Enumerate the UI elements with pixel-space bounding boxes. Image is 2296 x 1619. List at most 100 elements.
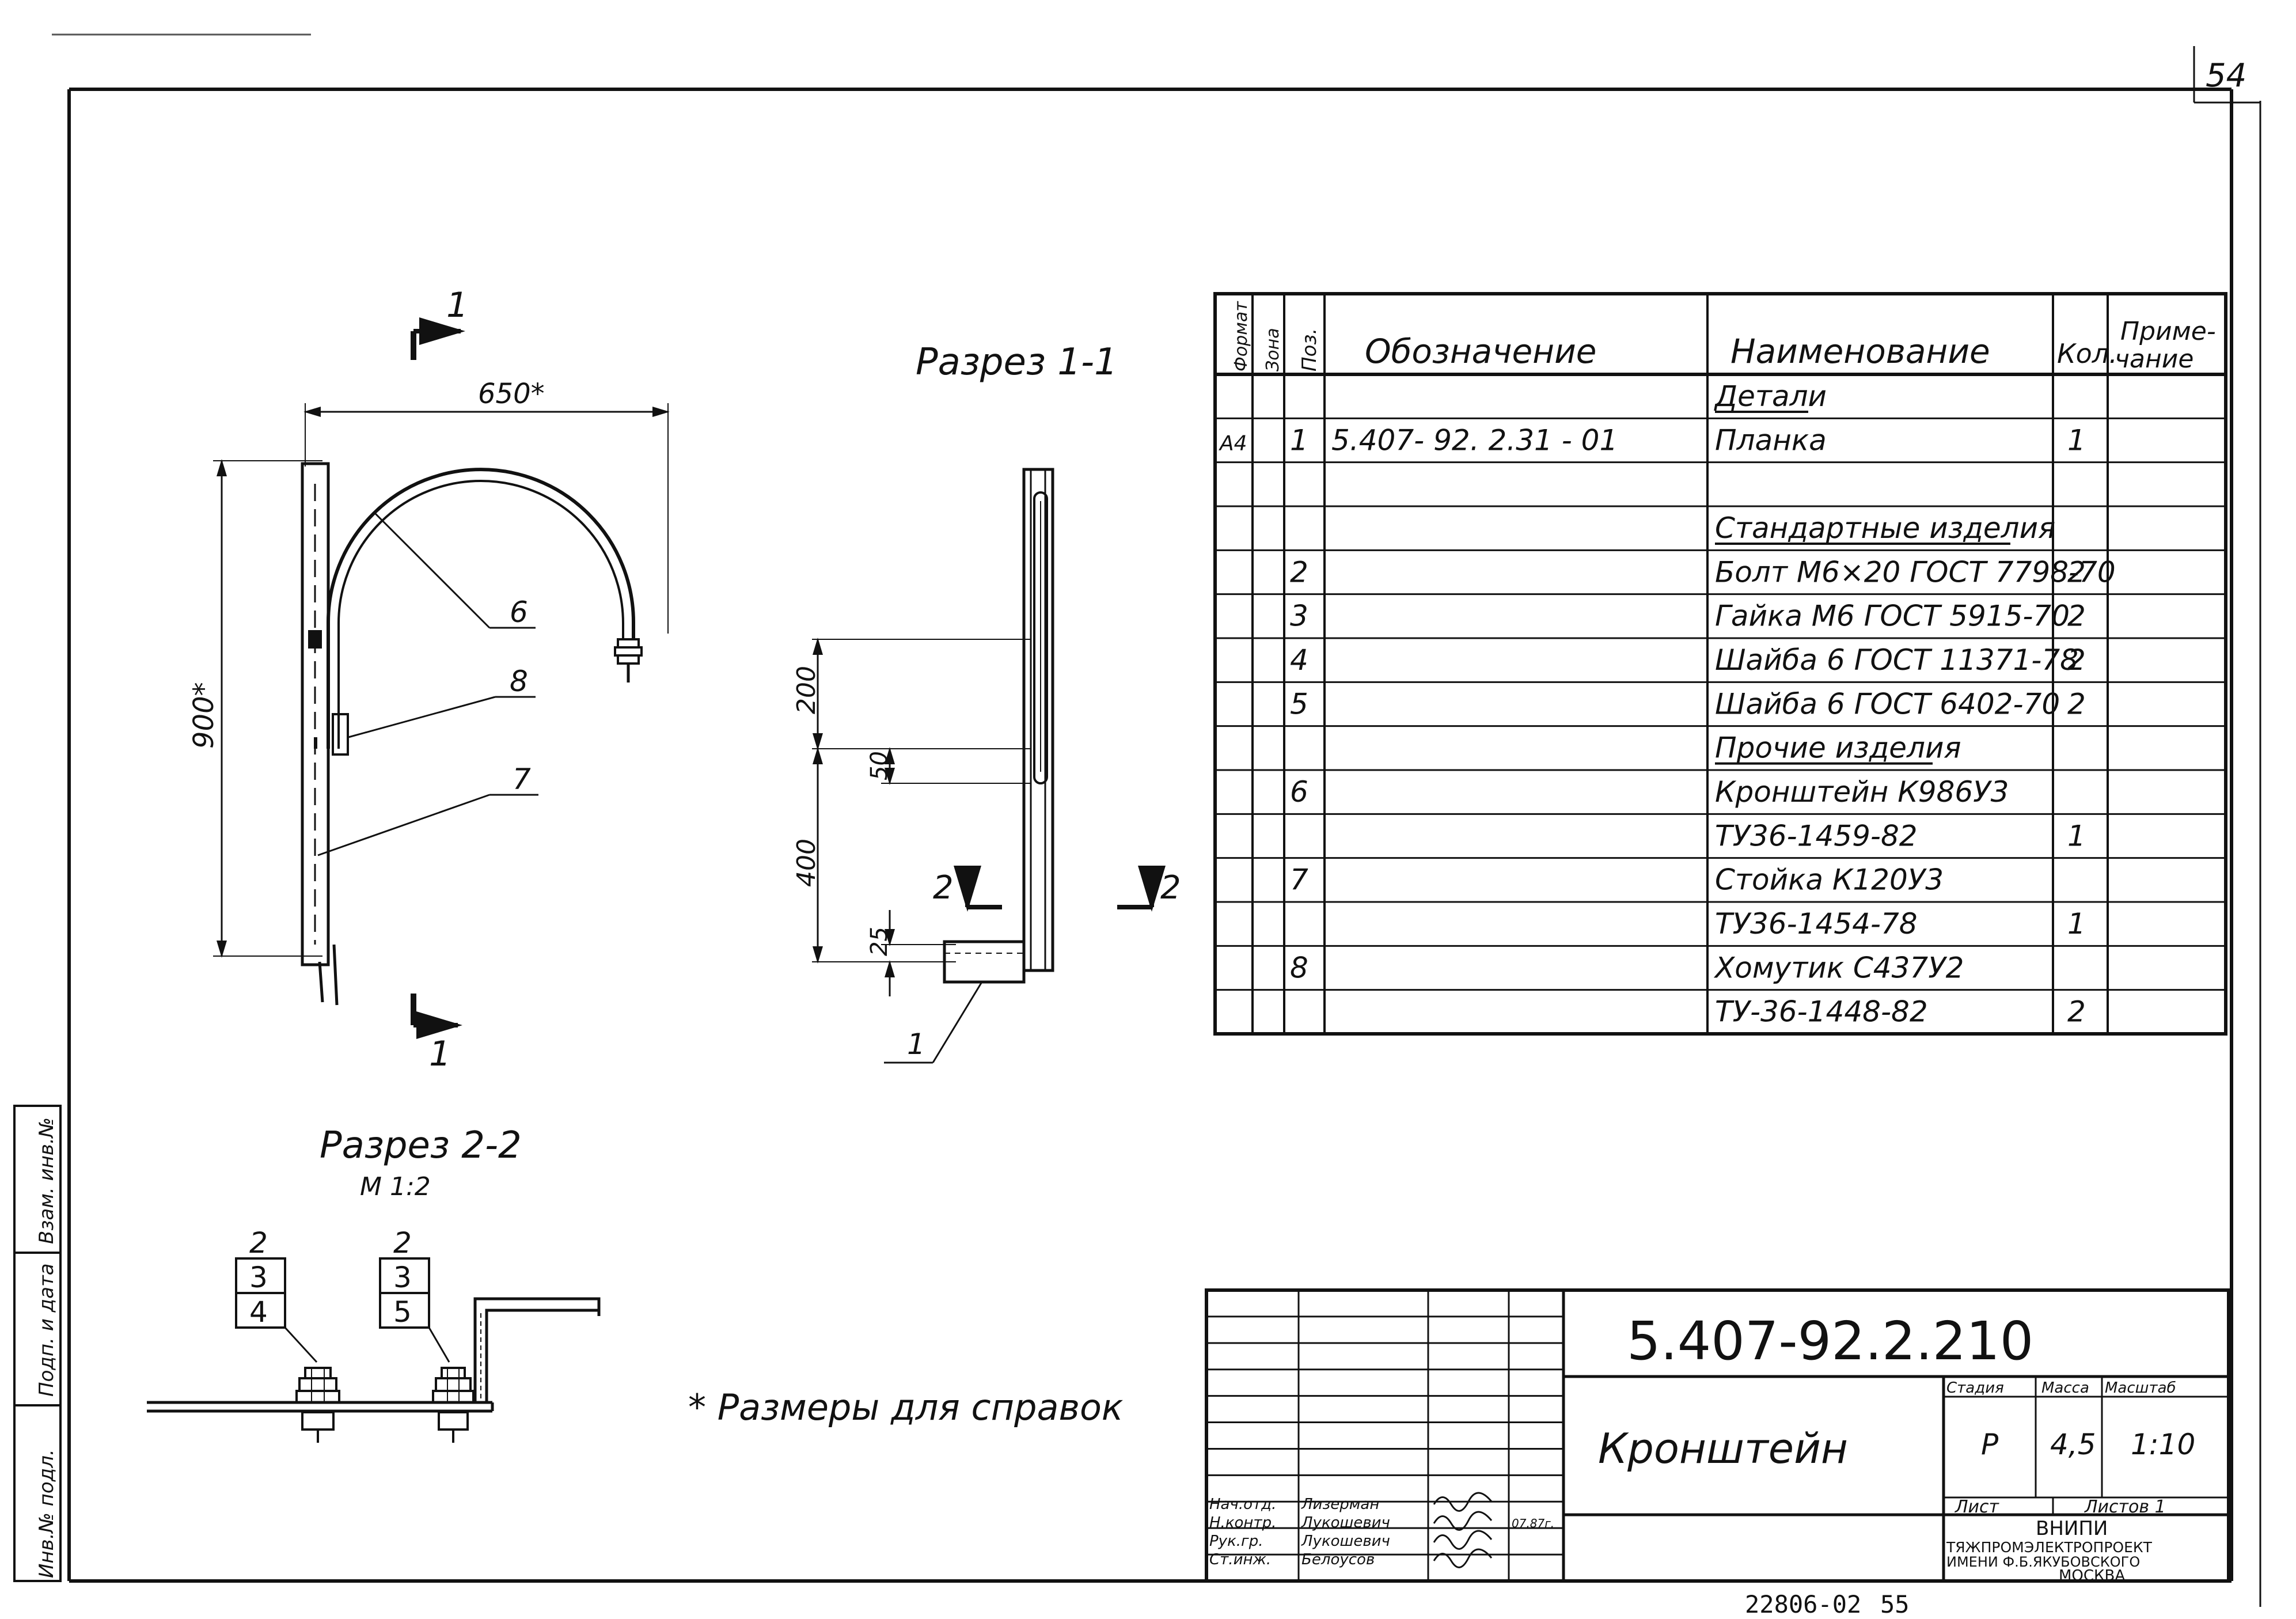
- doc-code: 5.407-92.2.210: [1627, 1310, 2033, 1372]
- spec-cell-pos: 6: [1290, 775, 1308, 809]
- sig-role-0: Нач.отд.: [1209, 1496, 1276, 1513]
- spec-header-zone: Зона: [1263, 328, 1283, 371]
- org-line-3: ИМЕНИ Ф.Б.ЯКУБОВСКОГО: [1946, 1554, 2140, 1570]
- spec-cell-qty: 2: [2067, 555, 2086, 589]
- mass-value: 4,5: [2050, 1428, 2096, 1461]
- side-label-replace: Взам. инв.№: [35, 1117, 58, 1244]
- section-1-1-title: Разрез 1-1: [916, 341, 1118, 384]
- callout-7: 7: [513, 763, 531, 796]
- spec-cell-name: Кронштейн К986У3: [1715, 775, 2009, 809]
- spec-cell-name: ТУ36-1459-82: [1715, 819, 1918, 852]
- spec-cell-name: Детали: [1714, 380, 1827, 413]
- spec-cell-name: Стойка К120У3: [1715, 863, 1944, 897]
- section-2-2-view: [147, 1257, 601, 1443]
- spec-header-format: Формат: [1231, 301, 1251, 371]
- spec-cell-qty: 1: [2067, 819, 2086, 852]
- spec-cell-pos: 1: [1290, 423, 1308, 457]
- dim-25: 25: [866, 927, 893, 956]
- spec-cell-qty: 2: [2067, 995, 2086, 1029]
- callout-6: 6: [510, 596, 528, 629]
- signature-scribbles: [1433, 1492, 1493, 1568]
- sig-date-1: 07.87г.: [1512, 1516, 1554, 1530]
- section-mark-2-right: 2: [1160, 869, 1181, 907]
- sheet-label: Лист: [1955, 1497, 2000, 1517]
- dim-50: 50: [866, 751, 893, 780]
- dim-400: 400: [792, 839, 821, 887]
- org-line-1: ВНИПИ: [2036, 1517, 2108, 1540]
- spec-header-name: Наименование: [1730, 332, 1990, 371]
- spec-cell-name: Шайба 6 ГОСТ 6402-70: [1715, 687, 2060, 721]
- spec-cell-name: ТУ36-1454-78: [1715, 907, 1918, 941]
- dim-200: 200: [792, 666, 821, 714]
- stage-header: Стадия: [1946, 1379, 2004, 1397]
- main-section-mark-bottom: 1: [429, 1034, 451, 1074]
- mass-header: Масса: [2041, 1379, 2089, 1397]
- side-label-sign: Подп. и дата: [35, 1263, 58, 1397]
- spec-cell-pos: 7: [1290, 863, 1308, 897]
- spec-cell-name: ТУ-36-1448-82: [1715, 995, 1928, 1029]
- doc-title: Кронштейн: [1598, 1424, 1848, 1473]
- spec-cell-name: Прочие изделия: [1715, 731, 1961, 765]
- spec-cell-qty: 2: [2067, 643, 2086, 677]
- spec-header-note-l2: чание: [2115, 344, 2193, 374]
- side-label-original: Инв.№ подл.: [35, 1449, 58, 1578]
- org-line-4: МОСКВА: [2059, 1567, 2125, 1584]
- section-mark-2-left: 2: [933, 869, 954, 907]
- spec-header-note: Приме- чание: [2115, 317, 2224, 374]
- spec-cell-name: Шайба 6 ГОСТ 11371-78: [1715, 643, 2078, 677]
- spec-cell-pos: 8: [1290, 951, 1308, 984]
- spec-header-designation: Обозначение: [1365, 332, 1596, 371]
- spec-cell-qty: 1: [2067, 907, 2086, 941]
- side-strip: [13, 1105, 62, 1582]
- spec-cell-name: Планка: [1715, 423, 1827, 457]
- callout-1: 1: [907, 1027, 925, 1061]
- spec-row-lines: [1215, 417, 2226, 991]
- spec-cell-qty: 1: [2067, 423, 2086, 457]
- org-line-2: ТЯЖПРОМЭЛЕКТРОПРОЕКТ: [1946, 1539, 2153, 1556]
- section-2-2-title: Разрез 2-2: [320, 1124, 522, 1167]
- title-block-grid: [1205, 1288, 2230, 1583]
- dim-width-label: 650*: [478, 378, 545, 410]
- spec-cell-pos: 3: [1290, 600, 1308, 633]
- section-1-1-view: [812, 468, 1166, 1064]
- stack-left-4: 4: [249, 1295, 268, 1329]
- stack-right-5: 5: [393, 1295, 412, 1329]
- sig-role-3: Ст.инж.: [1209, 1551, 1271, 1568]
- stack-left-3: 3: [249, 1261, 268, 1294]
- spec-cell-name: Хомутик С437У2: [1713, 951, 1964, 984]
- sig-name-1: Лукошевич: [1301, 1514, 1390, 1531]
- main-section-mark-top: 1: [446, 285, 468, 325]
- spec-cell-pos: 2: [1290, 555, 1308, 589]
- note-reference-dims: * Размеры для справок: [688, 1386, 1124, 1428]
- spec-cell-qty: 2: [2067, 687, 2086, 721]
- sig-name-0: Лизерман: [1301, 1496, 1379, 1513]
- stage-value: Р: [1981, 1428, 1999, 1461]
- spec-header-note-l1: Приме-: [2120, 317, 2216, 346]
- spec-cell-qty: 2: [2067, 600, 2086, 633]
- sig-role-1: Н.контр.: [1209, 1514, 1276, 1531]
- spec-cell-pos: 5: [1290, 687, 1308, 721]
- dim-height-label: 900*: [188, 682, 220, 749]
- section-2-2-scale: М 1:2: [360, 1172, 431, 1201]
- spec-cell-name: Стандартные изделия: [1715, 511, 2055, 545]
- spec-cell-name: Гайка М6 ГОСТ 5915-70: [1715, 600, 2070, 633]
- spec-cell-designation: 5.407- 92. 2.31 - 01: [1331, 423, 1618, 457]
- spec-cell-fmt: А4: [1219, 431, 1247, 455]
- stack-right-2: 2: [393, 1226, 412, 1260]
- stack-left-2: 2: [249, 1226, 268, 1260]
- title-block-row-lines: [1206, 1315, 1563, 1556]
- spec-cell-name: Болт М6×20 ГОСТ 7798-70: [1715, 555, 2116, 589]
- scale-header: Масштаб: [2105, 1379, 2176, 1397]
- sig-name-2: Лукошевич: [1301, 1533, 1390, 1550]
- archive-copy: 55: [1880, 1590, 1910, 1618]
- spec-cell-pos: 4: [1290, 643, 1308, 677]
- sig-name-3: Белоусов: [1301, 1551, 1375, 1568]
- scale-value: 1:10: [2131, 1428, 2195, 1461]
- spec-table-grid: [1213, 292, 2227, 1036]
- main-view: [213, 317, 670, 1039]
- stack-right-3: 3: [393, 1261, 412, 1294]
- page-number: 54: [2206, 57, 2246, 94]
- sheets-label: Листов 1: [2084, 1497, 2166, 1517]
